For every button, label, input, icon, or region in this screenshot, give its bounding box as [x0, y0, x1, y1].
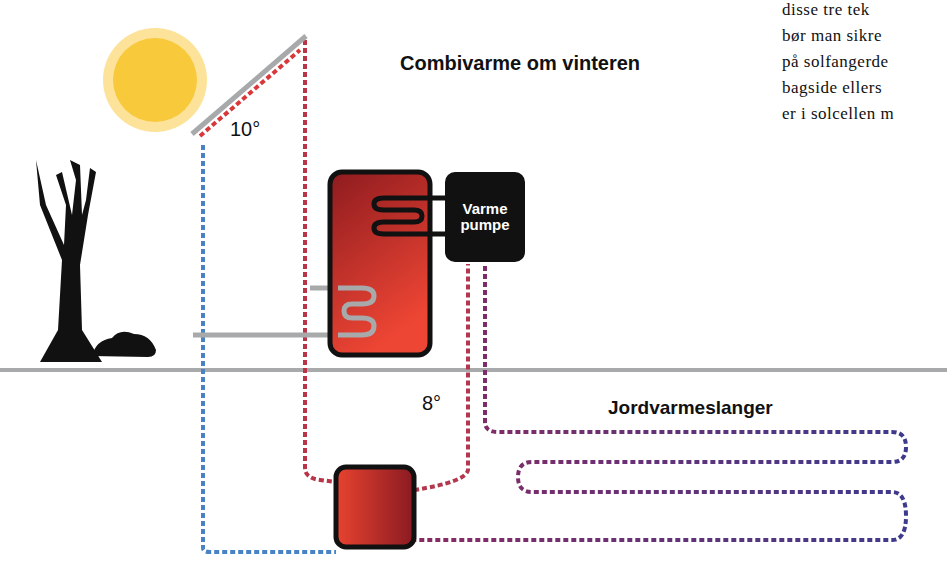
body-text-line: disse tre tek — [782, 0, 870, 20]
body-text-line: er i solcellen m — [782, 104, 894, 124]
ground-loops — [414, 266, 906, 540]
body-text-line: bør man sikre — [782, 26, 882, 46]
pipe — [193, 333, 340, 338]
body-text-line: på solfangerde — [782, 52, 889, 72]
heat-pump-box: Varme pumpe — [445, 172, 525, 262]
tree-silhouette — [36, 160, 102, 362]
sun — [113, 38, 197, 122]
diagram-title: Combivarme om vinteren — [400, 52, 640, 75]
part-label: Jordvarmeslanger — [608, 397, 773, 419]
ground-line — [0, 368, 947, 372]
buffer-tank — [336, 467, 414, 547]
angle-label: 10° — [230, 118, 260, 141]
solar-coil — [338, 288, 374, 335]
temperature-label: 8° — [422, 392, 441, 415]
sun-halo — [103, 28, 207, 132]
rock — [92, 332, 156, 357]
body-text-line: bagside ellers — [782, 78, 882, 98]
heat-pump-coil — [374, 198, 447, 234]
node-text: Varme pumpe — [454, 201, 516, 234]
cold-pipe — [203, 145, 336, 552]
